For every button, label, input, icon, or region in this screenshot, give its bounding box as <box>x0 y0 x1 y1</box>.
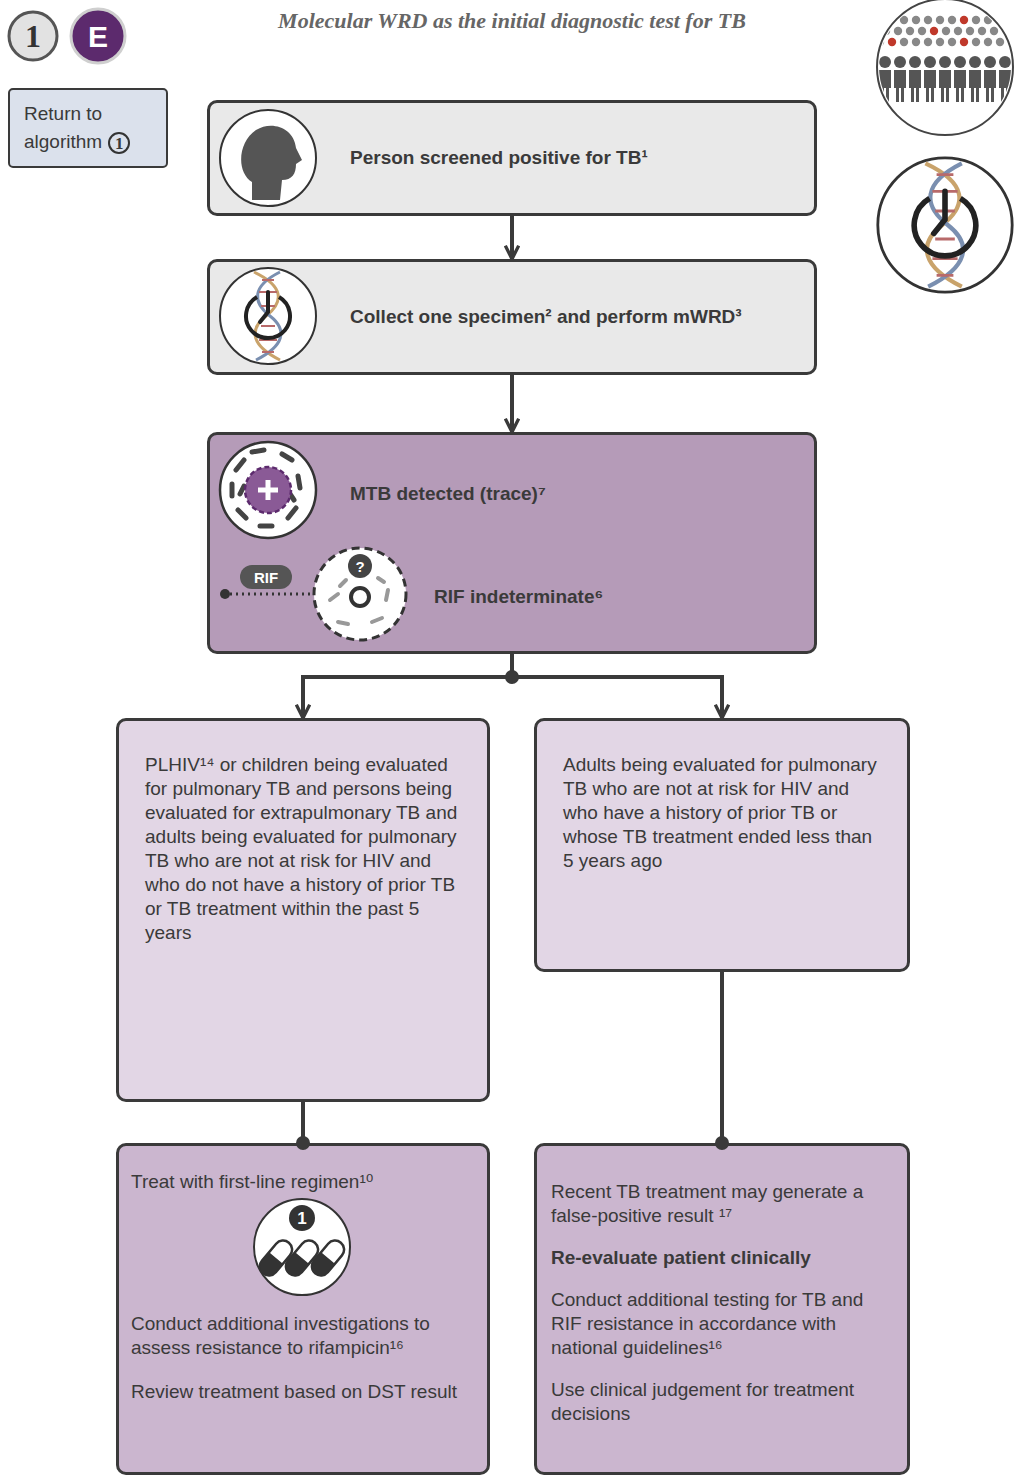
crowd-head <box>1008 38 1016 46</box>
crowd-head <box>906 27 914 35</box>
box-text: PLHIV¹⁴ or children being evaluated for … <box>145 753 465 945</box>
flow-connector <box>303 654 512 718</box>
box-text: Treat with first-line regimen¹⁰ <box>131 1170 473 1194</box>
crowd-head <box>900 16 908 24</box>
box-subtext: 1 <box>108 132 130 154</box>
flow-connector <box>301 1102 305 1143</box>
person-head <box>984 56 996 68</box>
person-head <box>954 56 966 68</box>
person-head <box>879 56 891 68</box>
nav-button: Return to algorithm 1 <box>8 88 168 168</box>
process-box: PLHIV¹⁴ or children being evaluated for … <box>116 718 490 1102</box>
crowd-head <box>924 38 932 46</box>
crowd-head <box>948 38 956 46</box>
person-body <box>879 70 891 102</box>
person-head <box>924 56 936 68</box>
flow-connector <box>510 375 514 432</box>
crowd-head <box>984 38 992 46</box>
person-body <box>969 70 981 102</box>
process-box: Collect one specimen² and perform mWRD³ <box>207 259 817 375</box>
person-body <box>939 70 951 102</box>
dna-icon <box>878 158 1012 292</box>
person-body <box>999 70 1011 102</box>
box-subtext: Review treatment based on DST result <box>131 1380 473 1404</box>
process-box: MTB detected (trace)⁷ RIF indeterminate⁶ <box>207 432 817 654</box>
box-text: Recent TB treatment may generate a false… <box>551 1180 891 1228</box>
crowd-head <box>984 16 992 24</box>
crowd-head <box>996 38 1004 46</box>
crowd-head <box>942 27 950 35</box>
flow-connector <box>720 972 724 1143</box>
person-body <box>924 70 936 102</box>
drug-tag: RIF <box>254 570 278 585</box>
crowd-head <box>912 38 920 46</box>
crowd-head <box>1008 16 1016 24</box>
step-letter: E <box>88 22 108 52</box>
crowd-head <box>960 38 968 46</box>
crowd-head <box>936 38 944 46</box>
crowd-head <box>876 38 884 46</box>
crowd-head <box>954 27 962 35</box>
crowd-head <box>876 16 884 24</box>
person-head <box>894 56 906 68</box>
regimen-number: 1 <box>297 1210 306 1227</box>
crowd-head <box>894 27 902 35</box>
crowd-head <box>1002 27 1010 35</box>
process-box: Treat with first-line regimen¹⁰ Conduct a… <box>116 1143 490 1475</box>
junction-dot <box>505 670 519 684</box>
crowd-head <box>882 27 890 35</box>
flow-connector <box>510 216 514 259</box>
box-subtext: Re-evaluate patient clinically <box>551 1246 891 1270</box>
person-body <box>984 70 996 102</box>
crowd-head <box>912 16 920 24</box>
crowd-head <box>972 38 980 46</box>
box-text: MTB detected (trace)⁷ <box>350 482 546 506</box>
box-subtext: RIF indeterminate⁶ <box>434 585 603 609</box>
person-head <box>969 56 981 68</box>
person-body <box>909 70 921 102</box>
box-subtext: Conduct additional testing for TB and RI… <box>551 1288 891 1360</box>
algorithm-badge <box>9 12 57 60</box>
crowd-head <box>990 27 998 35</box>
process-box: Adults being evaluated for pulmonary TB … <box>534 718 910 972</box>
process-box: Recent TB treatment may generate a false… <box>534 1143 910 1475</box>
crowd-head <box>930 27 938 35</box>
person-head <box>939 56 951 68</box>
person-head <box>909 56 921 68</box>
crowd-head <box>918 27 926 35</box>
box-subtext: Use clinical judgement for treatment dec… <box>551 1378 891 1426</box>
algorithm-number: 1 <box>25 20 41 52</box>
question-mark: ? <box>355 559 364 574</box>
box-text: Return to algorithm <box>24 103 102 152</box>
flow-connector <box>512 654 722 718</box>
box-text: Adults being evaluated for pulmonary TB … <box>563 753 885 873</box>
crowd-head <box>948 16 956 24</box>
crowd-head <box>888 38 896 46</box>
diagram-title: Molecular WRD as the initial diagnostic … <box>180 8 844 34</box>
person-head <box>999 56 1011 68</box>
box-text: Person screened positive for TB¹ <box>350 146 648 170</box>
person-body <box>894 70 906 102</box>
crowd-head <box>966 27 974 35</box>
person-body <box>954 70 966 102</box>
box-text: Collect one specimen² and perform mWRD³ <box>350 305 742 329</box>
icon-circle <box>877 0 1013 135</box>
crowd-head <box>936 16 944 24</box>
crowd-head <box>972 16 980 24</box>
crowd-head <box>1014 27 1022 35</box>
process-box: Person screened positive for TB¹ <box>207 100 817 216</box>
crowd-head <box>900 38 908 46</box>
crowd-head <box>960 16 968 24</box>
step-badge <box>71 9 125 63</box>
crowd-head <box>996 16 1004 24</box>
crowd-head <box>888 16 896 24</box>
crowd-head <box>978 27 986 35</box>
crowd-head <box>924 16 932 24</box>
crowd-icon <box>876 16 1022 102</box>
box-subtext: Conduct additional investigations to ass… <box>131 1312 473 1360</box>
